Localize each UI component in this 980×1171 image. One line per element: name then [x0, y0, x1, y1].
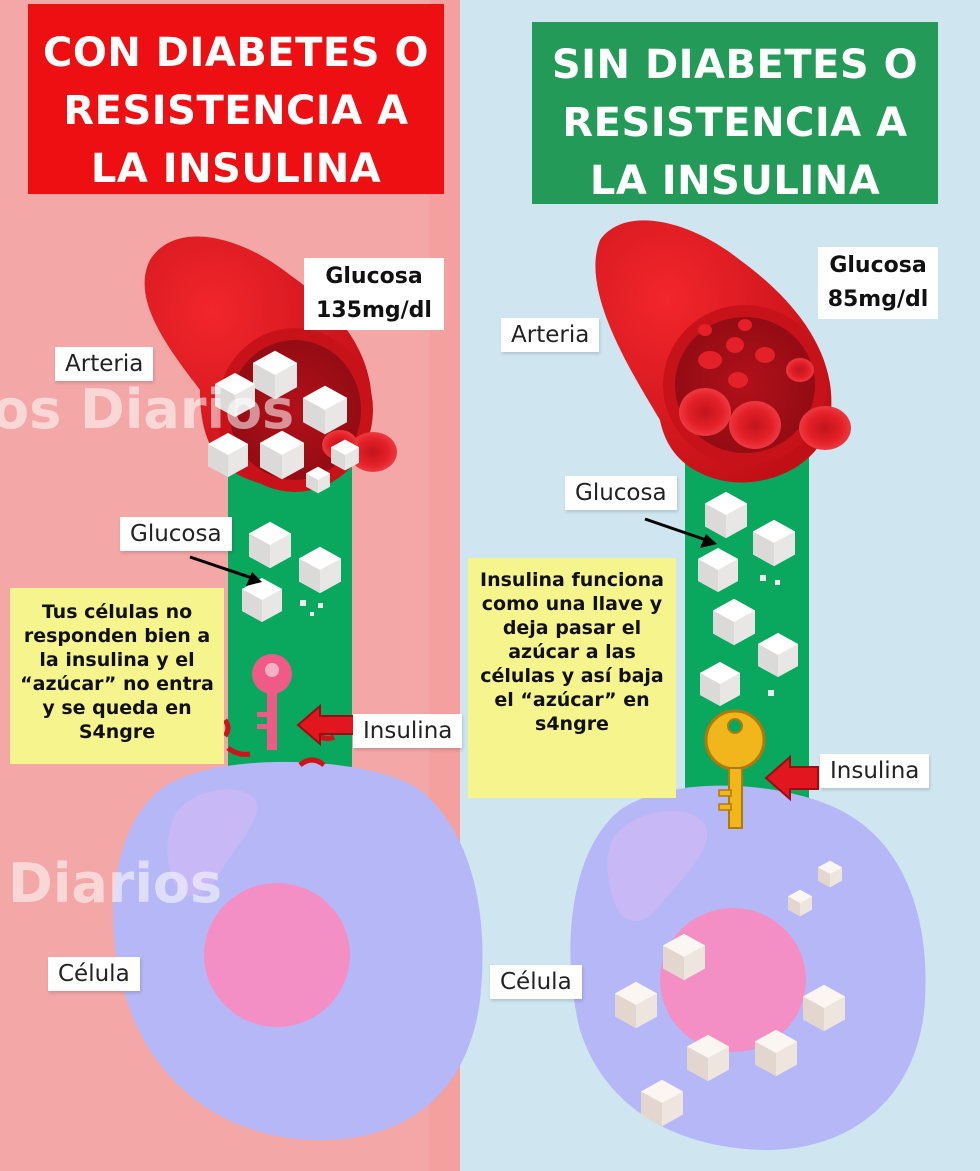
left-explanation-note: Tus células no responden bien a la insul…	[10, 588, 224, 764]
right-glucose-reading: Glucosa 85mg/dl	[818, 247, 938, 319]
watermark-top: os Diarios	[0, 378, 295, 441]
left-vessel	[228, 455, 352, 795]
right-glucose-tag: Glucosa	[565, 476, 677, 510]
right-nucleus	[660, 908, 806, 1052]
left-glucose-cubes	[242, 521, 341, 622]
right-cell	[570, 785, 926, 1150]
right-artery-label: Arteria	[501, 318, 600, 352]
left-insulin-key	[222, 654, 336, 768]
right-glucose-label: Glucosa	[829, 253, 927, 278]
left-nucleus	[204, 883, 350, 1027]
right-explanation-note: Insulina funciona como una llave y deja …	[468, 558, 676, 798]
left-insulin-tag: Insulina	[353, 714, 463, 748]
title-with-diabetes: CON DIABETES O RESISTENCIA A LA INSULINA	[28, 4, 444, 194]
right-insulin-tag: Insulina	[820, 754, 930, 788]
left-arrows	[189, 555, 356, 747]
title-without-diabetes: SIN DIABETES O RESISTENCIA A LA INSULINA	[532, 22, 938, 204]
right-glucose-value: 85mg/dl	[827, 287, 929, 312]
left-artery-label: Arteria	[55, 347, 154, 381]
left-glucose-reading: Glucosa 135mg/dl	[304, 258, 444, 330]
right-arrows	[644, 517, 819, 802]
right-insulin-key	[704, 709, 766, 829]
left-glucose-tag: Glucosa	[120, 517, 232, 551]
left-cell-tag: Célula	[48, 957, 140, 991]
left-glucose-label: Glucosa	[325, 264, 423, 289]
left-glucose-value: 135mg/dl	[316, 298, 432, 323]
right-artery	[595, 220, 851, 483]
left-cell	[113, 761, 483, 1140]
right-cell-tag: Célula	[490, 965, 582, 999]
right-glucose-cubes	[698, 491, 798, 706]
watermark-bottom: Diarios	[8, 852, 223, 915]
